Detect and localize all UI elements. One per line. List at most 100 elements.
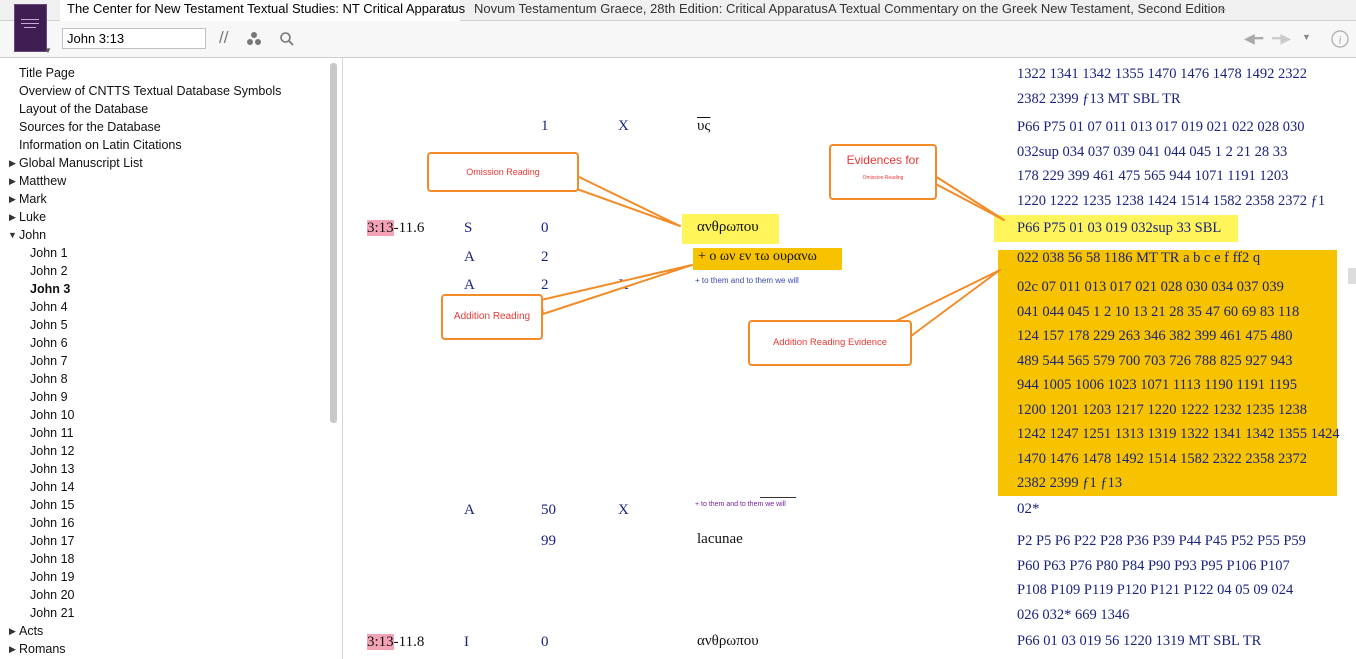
evidence-line: 02c 07 011 013 017 021 028 030 034 037 0… (1017, 279, 1284, 295)
evidence-line: 178 229 399 461 475 565 944 1071 1191 12… (1017, 168, 1289, 184)
evidence-line: 489 544 565 579 700 703 726 788 825 927 … (1017, 352, 1293, 369)
tab-textual-commentary[interactable]: A Textual Commentary on the Greek New Te… (828, 0, 1225, 20)
caret-right-icon[interactable]: ▶ (9, 158, 16, 168)
caret-down-icon[interactable]: ▼ (8, 230, 17, 240)
dots-icon[interactable] (246, 31, 262, 47)
evidence-highlight (998, 250, 1337, 496)
translation-note: + to them and to them we will (695, 501, 786, 508)
toc-item-luke[interactable]: Luke (19, 210, 47, 224)
variant-reading: ανθρωπου (697, 219, 759, 235)
variant-number: 50 (541, 502, 556, 518)
toc-item-overview[interactable]: Overview of CNTTS Textual Database Symbo… (19, 84, 282, 98)
evidence-line: P60 P63 P76 P80 P84 P90 P93 P95 P106 P10… (1017, 557, 1290, 574)
forward-arrow-icon[interactable]: ━▶ (1272, 30, 1292, 46)
toc-item-john-1[interactable]: John 1 (30, 246, 68, 260)
variant-reference[interactable]: 3:13-11.6 (367, 220, 424, 237)
callout-sublabel: Omission Reading (862, 175, 904, 181)
toc-item-manuscript-list[interactable]: Global Manuscript List (19, 156, 143, 170)
toc-item-john-4[interactable]: John 4 (30, 300, 68, 314)
caret-right-icon[interactable]: ▶ (9, 212, 16, 222)
toc-item-john-19[interactable]: John 19 (30, 570, 75, 584)
variant-number: 0 (541, 220, 549, 236)
tab-cntts-apparatus[interactable]: The Center for New Testament Textual Stu… (60, 0, 465, 21)
reference-input[interactable] (62, 28, 206, 49)
caret-right-icon[interactable]: ▶ (9, 194, 16, 204)
callout-label: Evidences for (846, 153, 920, 167)
toc-item-sources[interactable]: Sources for the Database (19, 120, 161, 134)
variant-reference[interactable]: 3:13-11.8 (367, 634, 424, 651)
evidence-line: 944 1005 1006 1023 1071 1113 1190 1191 1… (1017, 377, 1298, 393)
close-icon[interactable]: × (446, 2, 454, 17)
info-icon[interactable]: i (1331, 30, 1349, 48)
addition-evidence-callout: Addition Reading Evidence (748, 320, 912, 366)
toc-item-john[interactable]: John (19, 228, 47, 242)
evidence-line: 1242 1247 1251 1313 1319 1322 1341 1342 … (1017, 426, 1340, 442)
sidebar-scrollbar[interactable] (330, 63, 337, 423)
search-icon[interactable] (279, 31, 295, 47)
toc-item-john-5[interactable]: John 5 (30, 318, 68, 332)
evidence-line: 032sup 034 037 039 041 044 045 1 2 21 28… (1017, 143, 1288, 160)
tab-label: A Textual Commentary on the Greek New Te… (828, 1, 1225, 16)
addition-reading-callout: Addition Reading (441, 294, 543, 340)
reference-highlight: 3:13 (367, 220, 394, 236)
toc-item-john-3[interactable]: John 3 (30, 282, 71, 296)
toc-item-john-15[interactable]: John 15 (30, 498, 75, 512)
toc-item-romans[interactable]: Romans (19, 642, 66, 656)
variant-number: 2 (541, 277, 549, 293)
toc-item-john-12[interactable]: John 12 (30, 444, 75, 458)
toc-item-john-16[interactable]: John 16 (30, 516, 75, 530)
variant-code: S (464, 220, 473, 236)
evidence-line: P2 P5 P6 P22 P28 P36 P39 P44 P45 P52 P55… (1017, 533, 1306, 549)
toc-item-john-11[interactable]: John 11 (30, 426, 74, 440)
evidence-list: 022 038 56 58 1186 MT TR a b c e f ff2 q (1017, 250, 1261, 266)
variant-number: 0 (541, 634, 549, 650)
toc-item-john-9[interactable]: John 9 (30, 390, 68, 404)
caret-right-icon[interactable]: ▶ (9, 626, 16, 636)
caret-right-icon[interactable]: ▶ (9, 176, 16, 186)
table-of-contents: Title Page Overview of CNTTS Textual Dat… (0, 58, 343, 659)
variant-code: A (464, 277, 475, 293)
apparatus-content: 1322 1341 1342 1355 1470 1476 1478 1492 … (343, 58, 1356, 659)
toc-item-mark[interactable]: Mark (19, 192, 47, 206)
evidence-line: 041 044 045 1 2 10 13 21 28 35 47 60 69 … (1017, 303, 1300, 320)
parallel-icon[interactable]: // (219, 28, 229, 47)
toc-item-john-20[interactable]: John 20 (30, 588, 75, 602)
toc-item-layout[interactable]: Layout of the Database (19, 102, 149, 116)
tab-na28-apparatus[interactable]: Novum Testamentum Graece, 28th Edition: … (474, 0, 828, 20)
main-scrollbar[interactable] (1348, 268, 1356, 284)
book-cover-icon[interactable] (14, 4, 47, 52)
add-tab-icon[interactable]: + (1218, 1, 1227, 17)
toc-item-title-page[interactable]: Title Page (19, 66, 75, 80)
evidence-list: 1322 1341 1342 1355 1470 1476 1478 1492 … (1017, 62, 1307, 111)
chevron-down-icon[interactable]: ▼ (44, 46, 52, 55)
toc-item-acts[interactable]: Acts (19, 624, 44, 638)
reference-suffix: -11.6 (393, 220, 425, 236)
reading-highlight (682, 214, 779, 244)
variant-mark: X (618, 502, 629, 518)
tab-label: The Center for New Testament Textual Stu… (67, 1, 466, 16)
variant-number: 99 (541, 533, 556, 549)
toc-item-john-14[interactable]: John 14 (30, 480, 75, 494)
toc-item-matthew[interactable]: Matthew (19, 174, 67, 188)
variant-code: A (464, 249, 475, 265)
toc-item-john-17[interactable]: John 17 (30, 534, 75, 548)
chevron-down-icon[interactable]: ▼ (1302, 32, 1311, 42)
toc-item-john-7[interactable]: John 7 (30, 354, 68, 368)
evidence-line: 026 032* 669 1346 (1017, 606, 1130, 623)
toc-item-john-21[interactable]: John 21 (30, 606, 75, 620)
caret-right-icon[interactable]: ▶ (9, 644, 16, 654)
toc-item-john-6[interactable]: John 6 (30, 336, 68, 350)
svg-text:i: i (1338, 33, 1341, 47)
variant-number: 1 (541, 118, 549, 134)
toc-item-john-18[interactable]: John 18 (30, 552, 75, 566)
evidence-line: 2382 2399 ƒ13 MT SBL TR (1017, 90, 1181, 107)
toc-item-john-10[interactable]: John 10 (30, 408, 75, 422)
toc-item-john-2[interactable]: John 2 (30, 264, 68, 278)
omission-reading-callout: Omission Reading (427, 152, 579, 192)
evidence-list: P2 P5 P6 P22 P28 P36 P39 P44 P45 P52 P55… (1017, 529, 1306, 627)
toc-item-john-8[interactable]: John 8 (30, 372, 68, 386)
evidence-line: 1200 1201 1203 1217 1220 1222 1232 1235 … (1017, 401, 1307, 418)
back-arrow-icon[interactable]: ◀━ (1244, 30, 1264, 46)
toc-item-john-13[interactable]: John 13 (30, 462, 75, 476)
toc-item-latin[interactable]: Information on Latin Citations (19, 138, 182, 152)
